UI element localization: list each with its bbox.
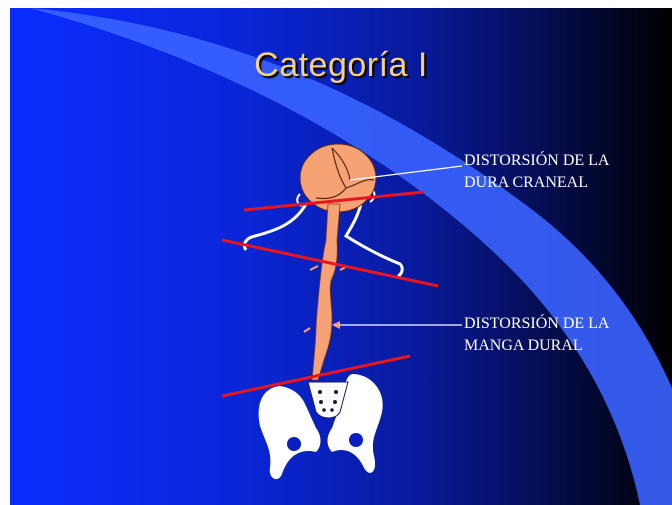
label-line: MANGA DURAL	[464, 335, 609, 357]
pelvis	[259, 386, 321, 479]
label-dura-craneal: DISTORSIÓN DE LA DURA CRANEAL	[464, 150, 609, 194]
label-line: DURA CRANEAL	[464, 172, 609, 194]
label-line: DISTORSIÓN DE LA	[464, 313, 609, 335]
spinal-dura	[312, 204, 340, 380]
pointer-arrow-icon	[332, 321, 340, 329]
slide: Categoría I DISTORSIÓN D	[10, 8, 672, 505]
label-manga-dural: DISTORSIÓN DE LA MANGA DURAL	[464, 313, 609, 357]
shoulder-outline	[244, 204, 306, 250]
pelvis-foramen	[287, 437, 301, 451]
shoulder-outline	[346, 198, 402, 276]
anatomy-figure	[10, 8, 672, 505]
label-line: DISTORSIÓN DE LA	[464, 150, 609, 172]
pelvis-foramen	[349, 433, 363, 447]
